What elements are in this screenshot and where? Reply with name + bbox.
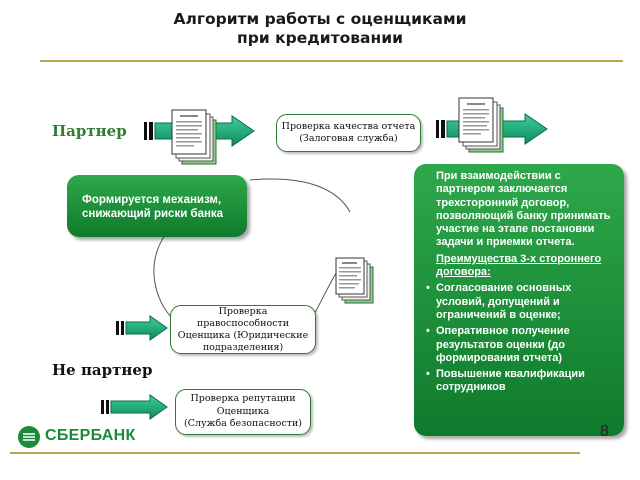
box-risk-mechanism-text: Формируется механизм, снижающий риски ба… [82, 194, 224, 220]
info-bullet-list: Согласование основных условий, допущений… [422, 282, 616, 394]
document-stack-icon [458, 97, 504, 153]
box-reputation-check-line-2: Оценщика [216, 405, 270, 417]
title-line-1: Алгоритм работы с оценщиками [173, 10, 467, 28]
connector-info-to-mechanism [249, 178, 351, 213]
label-non-partner: Не партнер [52, 361, 153, 379]
box-reputation-check: Проверка репутации Оценщика (Служба безо… [175, 389, 311, 435]
title-line-2: при кредитовании [237, 29, 403, 47]
info-bullet: Оперативное получение результатов оценки… [422, 325, 616, 365]
info-panel: При взаимодействии с партнером заключает… [414, 164, 624, 436]
arrow-right-icon [101, 394, 168, 420]
document-stack-icon [171, 109, 217, 165]
sberbank-logo-text: СБЕРБАНК [45, 427, 136, 444]
box-legal-check-line-2: правоспособности [196, 317, 290, 329]
box-legal-check-line-4: подразделения) [202, 341, 284, 353]
page-title: Алгоритм работы с оценщиками при кредито… [0, 10, 640, 48]
box-quality-check: Проверка качества отчета (Залоговая служ… [276, 114, 421, 152]
box-quality-check-line-2: (Залоговая служба) [299, 133, 398, 144]
box-reputation-check-line-3: (Служба безопасности) [184, 418, 302, 430]
info-bullet: Повышение квалификации сотрудников [422, 368, 616, 395]
info-advantages-heading: Преимущества 3-х стороннего договора: [436, 252, 602, 279]
box-legal-check: Проверка правоспособности Оценщика (Юрид… [170, 305, 316, 354]
box-reputation-check-line-1: Проверка репутации [190, 393, 296, 405]
box-legal-check-line-3: Оценщика (Юридические [177, 329, 309, 341]
info-intro: При взаимодействии с партнером заключает… [436, 170, 611, 249]
label-partner: Партнер [52, 122, 127, 140]
footer-divider [10, 452, 580, 454]
info-bullet: Согласование основных условий, допущений… [422, 282, 616, 322]
box-legal-check-line-1: Проверка [218, 305, 268, 317]
box-quality-check-line-1: Проверка качества отчета [281, 120, 416, 132]
title-divider [40, 60, 623, 62]
sberbank-logo-icon [18, 426, 40, 448]
arrow-right-icon [116, 315, 168, 341]
document-stack-icon [335, 257, 374, 304]
connector-mechanism-to-legal [153, 234, 173, 319]
box-risk-mechanism: Формируется механизм, снижающий риски ба… [67, 175, 247, 237]
page-number: 8 [600, 423, 609, 440]
